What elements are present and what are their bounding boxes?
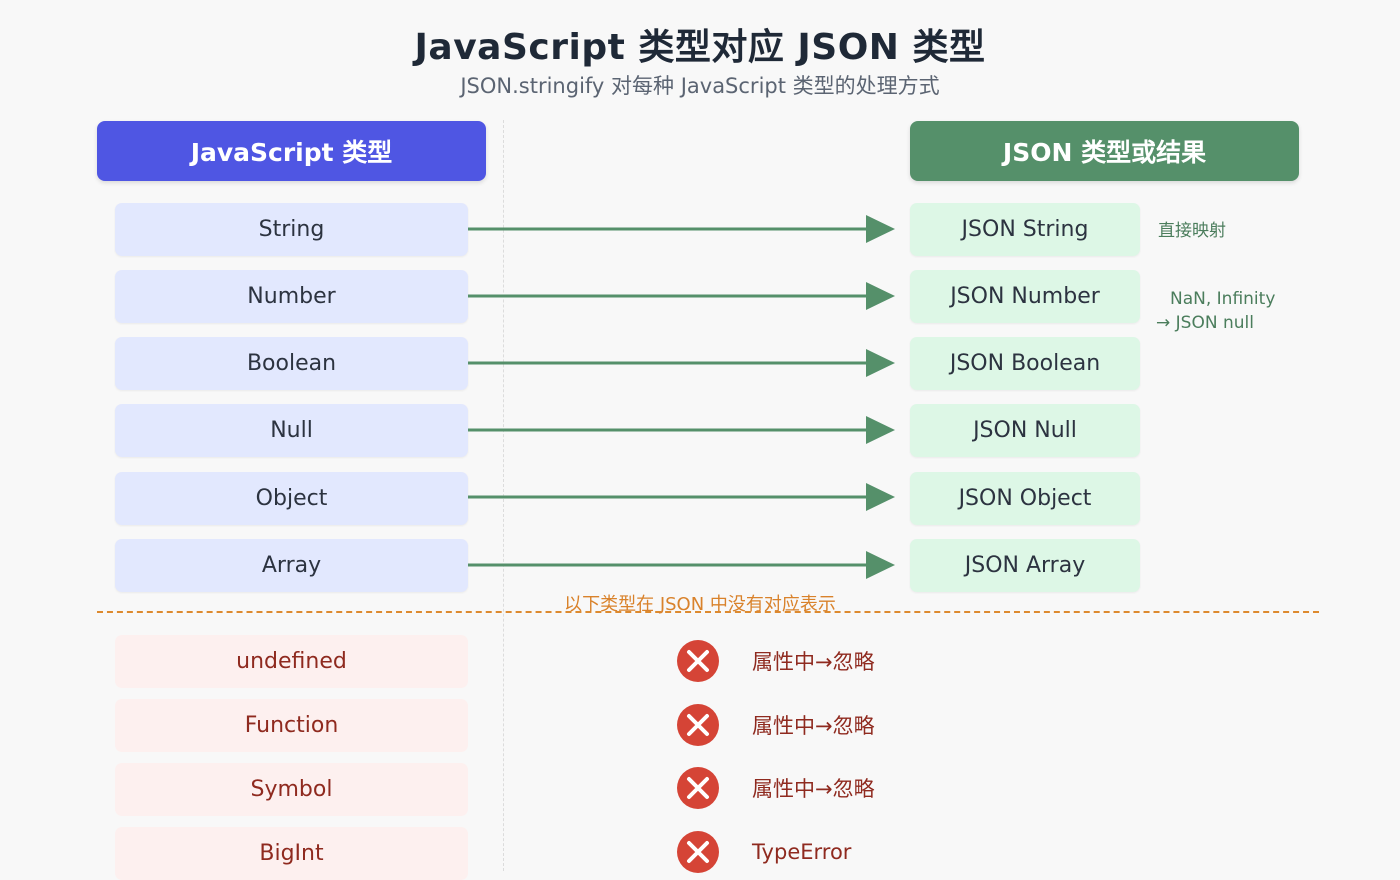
error-x-icon [677, 831, 719, 873]
page-subtitle: JSON.stringify 对每种 JavaScript 类型的处理方式 [460, 74, 940, 98]
arrow-string [468, 215, 895, 243]
note-direct-mapping: 直接映射 [1158, 221, 1226, 241]
js-type-number: Number [115, 270, 468, 323]
json-type-object: JSON Object [910, 472, 1140, 525]
result-bigint: TypeError [752, 840, 852, 864]
json-type-boolean: JSON Boolean [910, 337, 1140, 390]
js-type-boolean: Boolean [115, 337, 468, 390]
note-json-null: → JSON null [1156, 313, 1254, 333]
js-types-header: JavaScript 类型 [97, 121, 486, 181]
arrow-object [468, 483, 895, 511]
result-function: 属性中→忽略 [752, 714, 875, 738]
note-nan-infinity: NaN, Infinity [1170, 289, 1276, 309]
js-type-object: Object [115, 472, 468, 525]
unsupported-undefined: undefined [115, 635, 468, 688]
unsupported-bigint: BigInt [115, 827, 468, 880]
js-type-array: Array [115, 539, 468, 592]
js-type-null: Null [115, 404, 468, 457]
arrow-boolean [468, 349, 895, 377]
error-x-icon [677, 767, 719, 809]
js-type-string: String [115, 203, 468, 256]
unsupported-symbol: Symbol [115, 763, 468, 816]
arrow-array [468, 551, 895, 579]
json-type-number: JSON Number [910, 270, 1140, 323]
json-type-string: JSON String [910, 203, 1140, 256]
unsupported-divider [97, 611, 1319, 613]
result-symbol: 属性中→忽略 [752, 777, 875, 801]
divider-label: 以下类型在 JSON 中没有对应表示 [564, 594, 836, 615]
result-undefined: 属性中→忽略 [752, 650, 875, 674]
page-title: JavaScript 类型对应 JSON 类型 [414, 27, 986, 68]
json-type-null: JSON Null [910, 404, 1140, 457]
json-type-array: JSON Array [910, 539, 1140, 592]
unsupported-function: Function [115, 699, 468, 752]
error-x-icon [677, 704, 719, 746]
json-types-header: JSON 类型或结果 [910, 121, 1299, 181]
arrow-null [468, 416, 895, 444]
arrow-number [468, 282, 895, 310]
error-x-icon [677, 640, 719, 682]
